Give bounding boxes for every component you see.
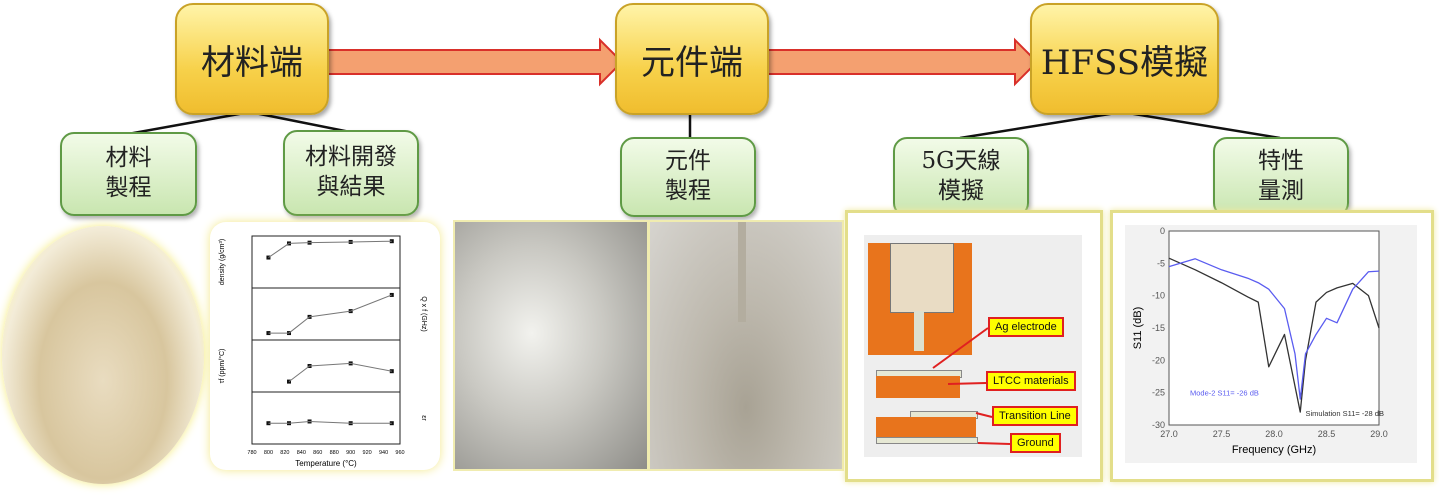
x-tick-label: 27.5 (1213, 429, 1231, 439)
series-measured (1168, 258, 1380, 400)
y-tick-label: -25 (1152, 388, 1165, 398)
node-material: 材料端 (175, 3, 329, 115)
y-tick-label: -10 (1152, 291, 1165, 301)
connector-line (959, 110, 1123, 140)
connector-lines (127, 37, 1281, 140)
patch (890, 243, 954, 313)
y-axis-label: S11 (dB) (1132, 307, 1144, 350)
tick-label: 780 (247, 450, 256, 456)
ground-layer (876, 437, 978, 444)
tick-label: 920 (363, 450, 372, 456)
series-line (288, 362, 392, 382)
x-tick-label: 28.5 (1318, 429, 1336, 439)
series-line (268, 294, 392, 334)
series-line (268, 240, 392, 258)
arrow-component-to-hfss (756, 37, 1039, 87)
ltcc-layer-2 (876, 417, 976, 437)
ltcc-layer (876, 376, 960, 398)
plot-frame (1168, 230, 1380, 426)
label-ground: Ground (1010, 433, 1061, 453)
node-5g-antenna-sim: 5G天線 模擬 (893, 137, 1029, 217)
y-tick-label: -30 (1152, 420, 1165, 430)
y-tick-label: -20 (1152, 355, 1165, 365)
label-transition-line: Transition Line (992, 406, 1078, 426)
subplot-frame (251, 287, 401, 341)
axis-label: τf (ppm/°C) (218, 349, 226, 384)
axis-label: density (g/cm³) (219, 239, 226, 285)
subplot-frame (251, 391, 401, 445)
x-tick-label: 29.0 (1370, 429, 1388, 439)
axis-label: εr (420, 415, 427, 421)
materials-chart: density (g/cm³) Q x f (GHz) τf (ppm/°C) εr 7… (218, 235, 427, 468)
slurry-stream (738, 222, 746, 322)
node-hfss: HFSS模擬 (1030, 3, 1219, 115)
x-axis-label: Frequency (GHz) (1232, 444, 1316, 456)
tape-photo (453, 220, 649, 471)
tick-label: 880 (330, 450, 339, 456)
x-axis-label: Temperature (°C) (295, 459, 357, 468)
annotation-measured: Mode-2 S11= -26 dB (1190, 388, 1259, 397)
data-point (389, 369, 394, 374)
tick-label: 860 (313, 450, 322, 456)
label-ag-electrode: Ag electrode (988, 317, 1064, 337)
tick-label: 800 (264, 450, 273, 456)
node-measurement: 特性 量測 (1213, 137, 1349, 217)
antenna-figure (864, 235, 1082, 457)
annotation-simulation: Simulation S11= -28 dB (1306, 409, 1384, 418)
node-material-results: 材料開發 與結果 (283, 130, 419, 216)
powder-image (2, 226, 204, 484)
x-tick-label: 28.0 (1265, 429, 1283, 439)
tick-label: 900 (346, 450, 355, 456)
node-component-process: 元件 製程 (620, 137, 756, 217)
subplot-frame (251, 339, 401, 393)
tick-label: 840 (297, 450, 306, 456)
y-tick-label: -15 (1152, 323, 1165, 333)
connector-line (1121, 110, 1281, 140)
antenna-sim-panel: Ag electrode LTCC materials Transition L… (845, 210, 1103, 482)
x-tick-label: 27.0 (1160, 429, 1178, 439)
subplot-frame (251, 235, 401, 289)
y-tick-label: 0 (1160, 226, 1165, 236)
feed-line (914, 311, 924, 351)
tick-label: 940 (379, 450, 388, 456)
node-component: 元件端 (615, 3, 769, 115)
connector-line (127, 110, 251, 136)
slurry-photo (648, 220, 844, 471)
series-simulation (1168, 257, 1380, 413)
node-material-process: 材料 製程 (60, 132, 197, 216)
connector-line (249, 110, 351, 134)
materials-chart-panel: density (g/cm³) Q x f (GHz) τf (ppm/°C) εr 7… (210, 222, 440, 470)
y-tick-label: -5 (1157, 258, 1165, 268)
arrow-material-to-component (309, 37, 624, 87)
axis-label: Q x f (GHz) (420, 296, 427, 331)
tick-label: 960 (395, 450, 404, 456)
label-ltcc-materials: LTCC materials (986, 371, 1076, 391)
tick-label: 820 (280, 450, 289, 456)
label-arrows (932, 327, 1011, 445)
series-line (268, 420, 392, 424)
data-point (389, 239, 394, 244)
